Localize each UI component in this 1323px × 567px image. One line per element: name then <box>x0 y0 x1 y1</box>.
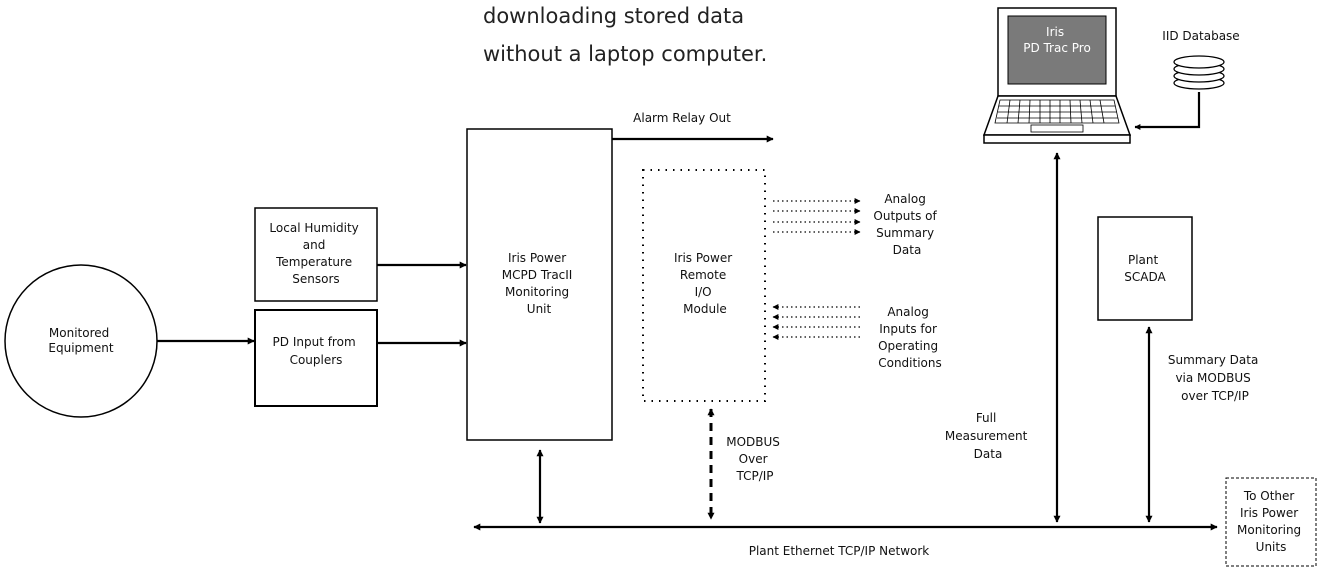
mcpd-unit-node: Iris Power MCPD TracII Monitoring Unit <box>466 128 613 441</box>
analog-inputs-label: Analog Inputs for Operating Conditions <box>878 305 942 370</box>
analog-input-arrows <box>772 304 860 340</box>
laptop-database-connector <box>1134 92 1201 130</box>
header-line-2: without a laptop computer. <box>483 42 767 66</box>
analog-outputs-label: Analog Outputs of Summary Data <box>873 192 940 257</box>
monitored-equipment-label: Monitored Equipment <box>48 326 113 355</box>
mcpd-unit-label: Iris Power MCPD TracII Monitoring Unit <box>502 251 576 316</box>
analog-output-arrows <box>773 198 861 235</box>
header-line-1: downloading stored data <box>483 4 744 28</box>
laptop-keyboard <box>994 99 1120 133</box>
full-measurement-label: Full Measurement Data <box>945 411 1031 461</box>
laptop-screen-label: Iris PD Trac Pro <box>1023 25 1091 55</box>
iid-database-label: IID Database <box>1162 29 1239 43</box>
sensors-label: Local Humidity and Temperature Sensors <box>269 221 362 286</box>
monitored-equipment-node: Monitored Equipment <box>4 264 158 418</box>
sensors-node: Local Humidity and Temperature Sensors <box>254 207 378 302</box>
modbus-label: MODBUS Over TCP/IP <box>726 435 784 483</box>
pd-input-label: PD Input from Couplers <box>273 335 360 367</box>
laptop-icon: Iris PD Trac Pro <box>982 7 1132 144</box>
pd-input-node: PD Input from Couplers <box>254 309 378 407</box>
database-icon <box>1173 55 1225 90</box>
network-label: Plant Ethernet TCP/IP Network <box>749 544 930 558</box>
other-units-label: To Other Iris Power Monitoring Units <box>1237 489 1305 554</box>
summary-modbus-label: Summary Data via MODBUS over TCP/IP <box>1168 353 1262 403</box>
other-units-node: To Other Iris Power Monitoring Units <box>1225 477 1317 567</box>
plant-scada-label: Plant SCADA <box>1124 253 1166 284</box>
remote-io-node: Iris Power Remote I/O Module <box>642 169 766 402</box>
remote-io-label: Iris Power Remote I/O Module <box>674 251 736 316</box>
alarm-relay-label: Alarm Relay Out <box>633 111 731 125</box>
plant-scada-node: Plant SCADA <box>1097 216 1193 321</box>
